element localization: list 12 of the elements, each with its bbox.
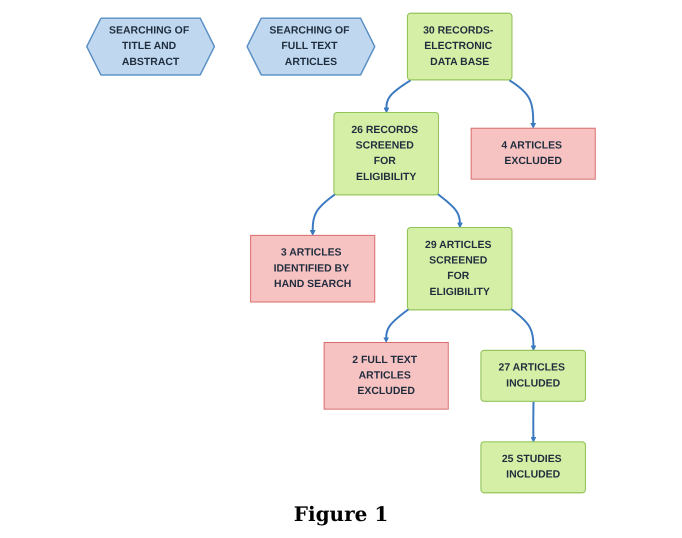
- arrow: [508, 79, 536, 128]
- arrow: [310, 193, 336, 236]
- figure-caption: Figure 1: [294, 502, 388, 526]
- node-box: [324, 342, 449, 410]
- arrow: [383, 308, 410, 343]
- arrow: [510, 308, 536, 351]
- arrow: [384, 79, 412, 114]
- arrow: [437, 193, 463, 228]
- arrow: [530, 402, 536, 442]
- flowchart: SEARCHING OF TITLE AND ABSTRACT SEARCHING OF FULL TEXT ARTICLES 30 RECORDS- ELECTRONIC DATA BASE 26 RECORDS SCREENED FOR ELIGIBILITY 4 ARTICLES EXCLUDED 3 ARTICLES IDENTIFIED BY HAND SEARCH 29 ARTICLES SCREENED FOR ELIGIBILITY 2 FULL TEXT ARTICLES EXCLUDED 27 ARTICLES INCLUDED 25 STUDIES INCLUDED: [8, 8, 674, 498]
- node-box: [470, 128, 596, 180]
- node-box: [250, 234, 376, 302]
